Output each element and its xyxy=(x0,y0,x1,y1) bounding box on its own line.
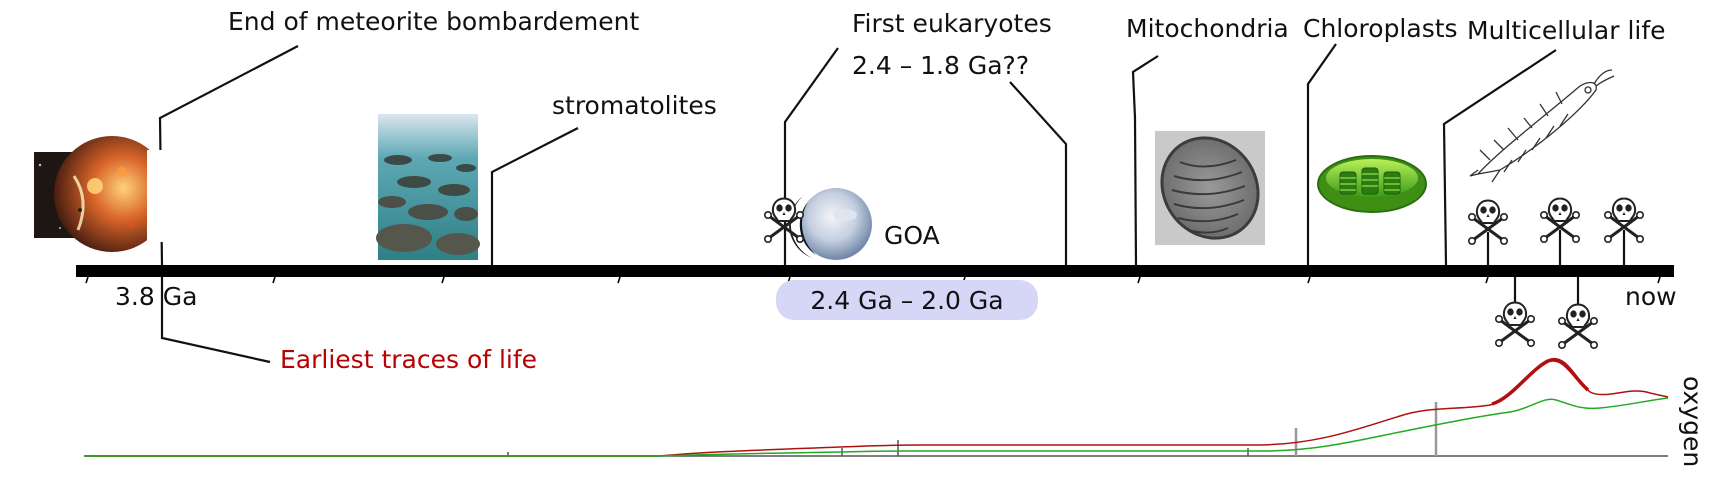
multicellular-organism-icon xyxy=(1469,69,1615,183)
goe-window-label: 2.4 Ga – 2.0 Ga xyxy=(810,286,1003,315)
planet-collision-image xyxy=(34,136,170,252)
main-timeline-bar xyxy=(76,265,1674,277)
multicellular-label: Multicellular life xyxy=(1467,16,1666,45)
chloroplasts-label: Chloroplasts xyxy=(1303,14,1458,43)
eukaryotes-leader-right xyxy=(1009,81,1068,265)
earliest-life-leader xyxy=(160,277,271,364)
oxygen-lower-curve xyxy=(84,397,1669,457)
eukaryotes-range-label: 2.4 – 1.8 Ga?? xyxy=(852,51,1029,80)
bombardment-label: End of meteorite bombardement xyxy=(228,7,639,36)
goe-window-highlight xyxy=(776,280,1038,320)
mitochondria-label: Mitochondria xyxy=(1126,14,1289,43)
bombardment-leader xyxy=(158,45,299,266)
axis-start-label: 3.8 Ga xyxy=(115,282,197,311)
oxygen-axis-label: oxygen xyxy=(1678,376,1707,467)
oxygen-upper-curve-bold xyxy=(1491,358,1590,406)
chloroplasts-leader xyxy=(1306,43,1337,265)
stromatolites-leader xyxy=(490,127,579,265)
eukaryotes-title-label: First eukaryotes xyxy=(852,9,1052,38)
mitochondria-leader xyxy=(1131,55,1159,266)
skull-crossbones-icon xyxy=(763,197,1645,350)
earliest-life-label: Earliest traces of life xyxy=(280,345,537,374)
stromatolites-photo xyxy=(376,114,480,260)
goa-label: GOA xyxy=(884,221,940,250)
multicellular-leader xyxy=(1442,49,1557,266)
mitochondrion-image xyxy=(1155,131,1265,245)
axis-end-label: now xyxy=(1625,282,1677,311)
chloroplast-icon xyxy=(1317,155,1427,213)
stromatolites-label: stromatolites xyxy=(552,91,717,120)
oxygen-markers xyxy=(507,440,1249,456)
snowball-earth-icon xyxy=(789,188,872,260)
